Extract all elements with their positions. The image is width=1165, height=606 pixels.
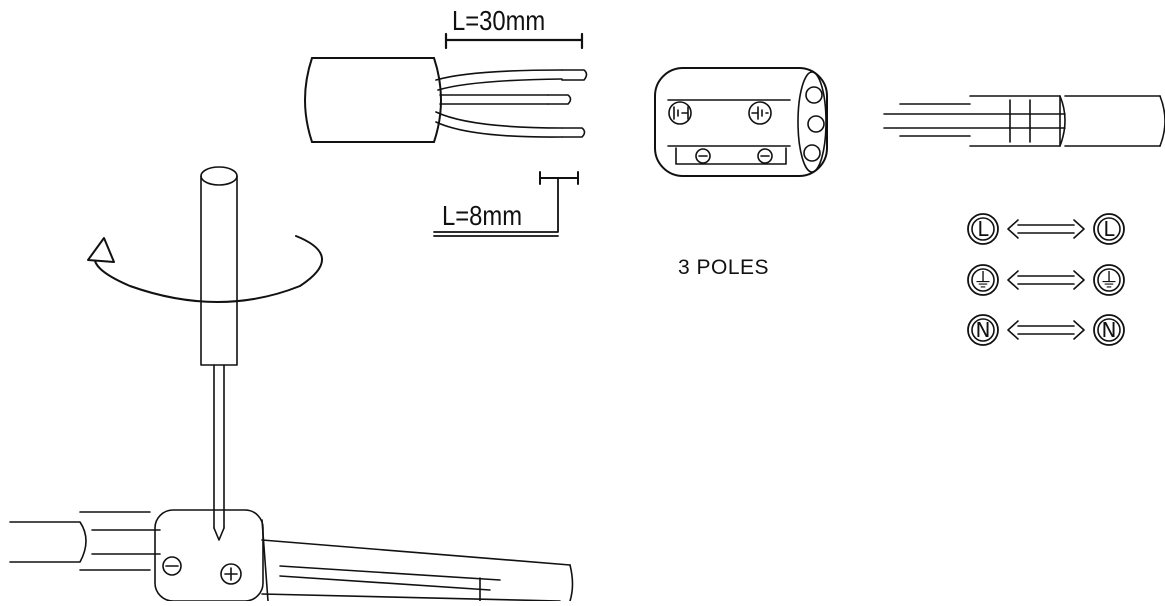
wiring-map: L L ⏚ ⏚ N N [967,213,1125,346]
pole-left-1: L [977,217,989,241]
assembled-connector [9,509,574,602]
pole-right-3: N [1102,318,1117,342]
strip-length-outer-label: L=30mm [452,5,546,36]
strip-length-inner-label: L=8mm [442,200,523,231]
stripped-cable [304,32,588,237]
pole-right-1: L [1103,217,1115,241]
inserted-cable [883,95,1165,147]
three-pole-connector [654,67,828,177]
double-arrow-icon [1007,320,1085,340]
screwdriver [200,166,238,541]
connector-type-label: 3 POLES [678,256,770,279]
rotate-arrow-icon [87,235,323,303]
pole-left-3: N [976,318,991,342]
double-arrow-icon [1007,270,1085,290]
earth-ground-icon: ⏚ [973,268,993,292]
earth-ground-icon: ⏚ [1099,268,1119,292]
double-arrow-icon [1007,219,1085,239]
